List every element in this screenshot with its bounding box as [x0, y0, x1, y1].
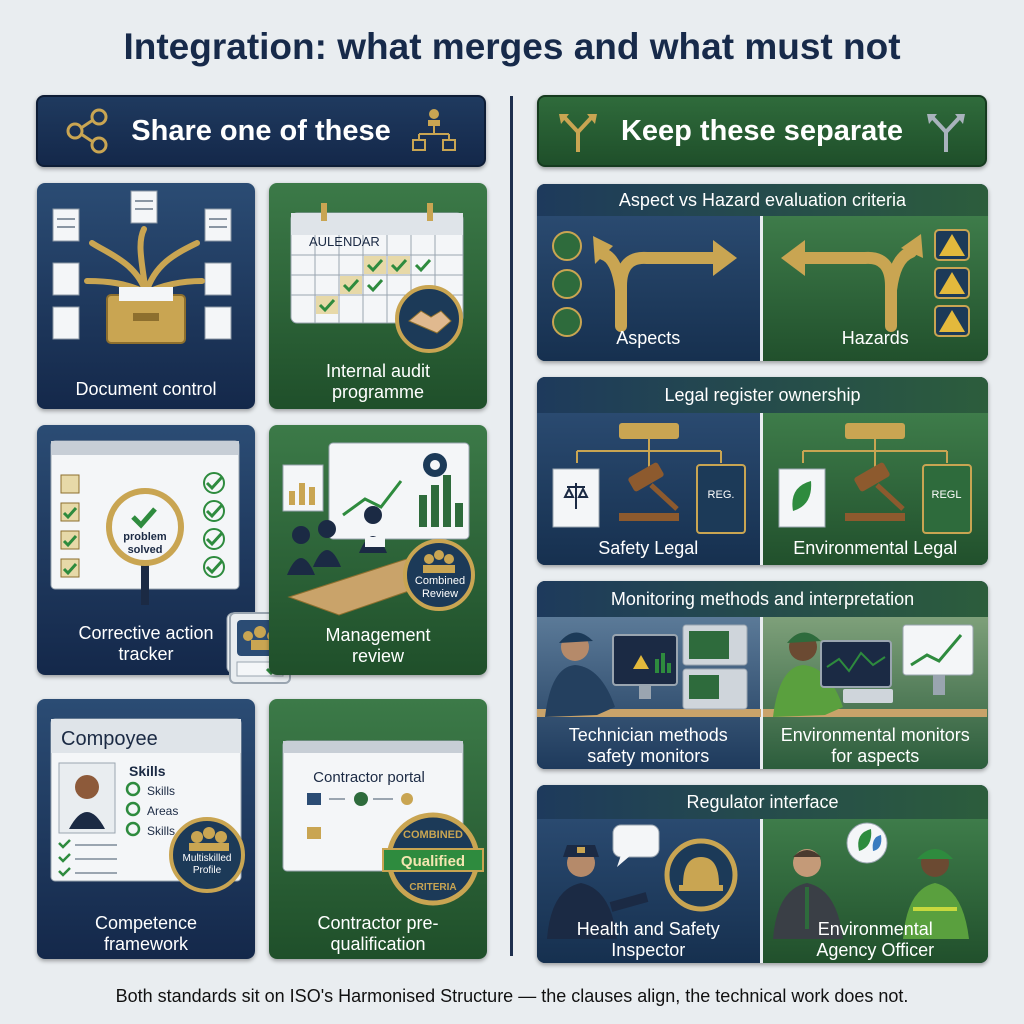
safety-legal-panel: REG. Safety Legal	[537, 413, 763, 565]
aspects-arrow-icon	[552, 231, 737, 337]
agency-officer-icon	[772, 822, 969, 939]
share-header-label: Share one of these	[131, 114, 391, 147]
environmental-legal-icon	[778, 423, 972, 534]
safety-legal-label: Safety Legal	[598, 538, 699, 558]
environmental-legal-label: Environmental Legal	[793, 538, 958, 558]
hazards-panel: Hazards	[762, 216, 988, 361]
management-review-card: Combined Review Management review	[269, 425, 487, 675]
safety-legal-icon	[552, 423, 746, 534]
aspect-hazard-group: Aspect vs Hazard evaluation criteria Asp…	[537, 184, 988, 361]
corrective-action-card: problem solved Corrective action tracker	[37, 425, 255, 675]
hs-inspector-label: Health and Safety Inspector	[576, 919, 720, 960]
environmental-monitors-panel: Environmental monitors for aspects	[762, 617, 988, 769]
technician-monitor-icon	[537, 624, 761, 717]
org-chart-icon	[411, 109, 456, 151]
env-officer-panel: Environmental Agency Officer	[762, 819, 988, 963]
monitoring-title: Monitoring methods and interpretation	[537, 581, 988, 617]
aspect-hazard-title: Aspect vs Hazard evaluation criteria	[537, 184, 988, 216]
competence-panel-title: Compoyee	[61, 728, 158, 750]
contractor-card: Contractor portal COMBINED Qualified CRI…	[269, 699, 487, 959]
competence-framework-label: Competence framework	[94, 913, 198, 954]
document-files-icon	[52, 190, 232, 344]
meeting-dashboard-icon	[282, 442, 475, 616]
legal-register-group: Legal register ownership REG. Safety Leg…	[537, 377, 988, 565]
share-icon	[66, 108, 108, 154]
monitoring-group: Monitoring methods and interpretation Te…	[537, 581, 988, 769]
safety-monitors-panel: Technician methods safety monitors	[537, 617, 763, 769]
safety-book-label: REG.	[707, 489, 735, 501]
env-officer-label: Environmental Agency Officer	[816, 919, 935, 960]
contractor-portal-icon	[282, 740, 484, 906]
keep-header-label: Keep these separate	[620, 114, 904, 147]
audit-calendar-icon	[290, 203, 464, 353]
corrective-action-label: Corrective action tracker	[78, 623, 214, 664]
aspects-panel: Aspects	[537, 216, 763, 361]
management-badge: Combined Review	[414, 575, 466, 600]
environmental-legal-panel: REGL Environmental Legal	[762, 413, 988, 565]
split-arrows-icon	[558, 114, 597, 152]
competence-item-3: Skills	[147, 824, 176, 838]
inspector-icon	[547, 824, 738, 939]
environmental-book-label: REGL	[931, 489, 962, 501]
document-control-label: Document control	[75, 379, 217, 399]
share-header: Share one of these	[36, 95, 486, 167]
audit-calendar-label: AULENDAR	[309, 234, 380, 249]
corrective-badge: problem solved	[123, 531, 167, 556]
checklist-magnifier-icon	[50, 440, 255, 674]
regulator-group: Regulator interface Health and Safety In…	[537, 785, 988, 963]
contractor-panel-title: Contractor portal	[313, 769, 425, 786]
diverge-arrows-icon	[927, 114, 966, 152]
hazards-arrow-icon	[780, 229, 970, 337]
internal-audit-card: AULENDAR Internal audit programme	[269, 183, 487, 409]
internal-audit-label: Internal audit programme	[325, 361, 431, 402]
competence-skills-title: Skills	[129, 763, 166, 779]
management-review-label: Management review	[325, 625, 431, 666]
legal-register-title: Legal register ownership	[537, 377, 988, 413]
column-divider	[510, 96, 513, 956]
contractor-badge-main: Qualified	[400, 853, 466, 870]
competence-item-1: Skills	[147, 784, 176, 798]
keep-header: Keep these separate	[537, 95, 987, 167]
document-control-card: Document control	[37, 183, 255, 409]
competence-badge: Multiskilled Profile	[182, 853, 232, 876]
contractor-badge-top: COMBINED	[403, 829, 463, 841]
competence-framework-card: Compoyee Skills Skills Areas Skills Mult…	[37, 699, 255, 959]
environmental-monitor-icon	[762, 624, 987, 717]
regulator-title: Regulator interface	[537, 785, 988, 819]
hazards-label: Hazards	[841, 328, 909, 348]
hs-inspector-panel: Health and Safety Inspector	[537, 819, 763, 963]
contractor-badge-bottom: CRITERIA	[409, 882, 457, 893]
aspects-label: Aspects	[616, 328, 681, 348]
employee-profile-icon	[50, 718, 245, 893]
competence-item-2: Areas	[147, 804, 179, 818]
environmental-monitors-label: Environmental monitors for aspects	[780, 725, 970, 766]
page-title: Integration: what merges and what must n…	[123, 26, 901, 67]
safety-monitors-label: Technician methods safety monitors	[568, 725, 728, 766]
footer-note: Both standards sit on ISO's Harmonised S…	[115, 986, 909, 1006]
contractor-label: Contractor pre-qualification	[317, 913, 439, 954]
